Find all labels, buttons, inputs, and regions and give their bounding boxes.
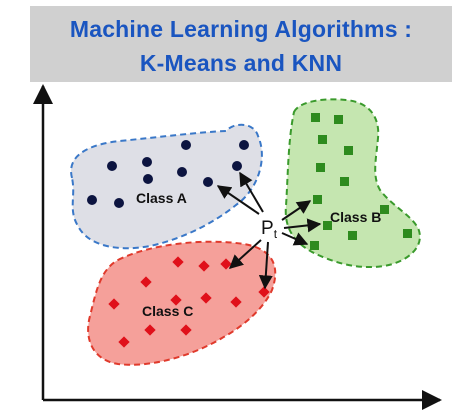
class-b-point — [334, 115, 343, 124]
class-a-region — [70, 123, 263, 250]
class-a-label: Class A — [136, 190, 187, 206]
class-b-point — [316, 163, 325, 172]
class-b-point — [323, 221, 332, 230]
neighbor-arrows — [216, 171, 322, 290]
query-point-main: P — [261, 218, 274, 239]
class-b-label: Class B — [330, 209, 381, 225]
query-point-label: Pt — [261, 218, 278, 241]
class-b-point — [310, 241, 319, 250]
arrow-to-class-b — [283, 218, 322, 233]
class-c-region — [87, 240, 277, 366]
class-b-point — [311, 113, 320, 122]
title-bar: Machine Learning Algorithms : K-Means an… — [30, 6, 452, 82]
class-a-point — [232, 161, 242, 171]
class-a-point — [87, 195, 97, 205]
class-b-points — [310, 113, 412, 250]
class-b-point — [340, 177, 349, 186]
class-c-label: Class C — [142, 303, 193, 319]
class-b-point — [313, 195, 322, 204]
class-a-points — [87, 140, 249, 208]
arrow-to-class-b — [281, 200, 312, 221]
arrow-to-class-c — [258, 241, 273, 290]
class-a-point — [142, 157, 152, 167]
title-line-2: K-Means and KNN — [139, 50, 343, 76]
title-line-1: Machine Learning Algorithms : — [69, 16, 413, 42]
class-b-region — [284, 98, 421, 268]
class-a-point — [181, 140, 191, 150]
arrow-to-class-c — [228, 239, 262, 269]
arrow-to-class-a — [216, 185, 260, 215]
class-a-point — [107, 161, 117, 171]
arrow-to-class-b — [281, 232, 309, 246]
class-b-point — [344, 146, 353, 155]
class-b-point — [380, 205, 389, 214]
class-a-point — [203, 177, 213, 187]
arrow-to-class-a — [239, 171, 264, 213]
class-a-point — [177, 167, 187, 177]
class-b-point — [348, 231, 357, 240]
class-a-point — [239, 140, 249, 150]
class-b-point — [318, 135, 327, 144]
class-a-point — [114, 198, 124, 208]
class-a-point — [143, 174, 153, 184]
class-b-point — [403, 229, 412, 238]
query-point-sub: t — [274, 227, 278, 241]
